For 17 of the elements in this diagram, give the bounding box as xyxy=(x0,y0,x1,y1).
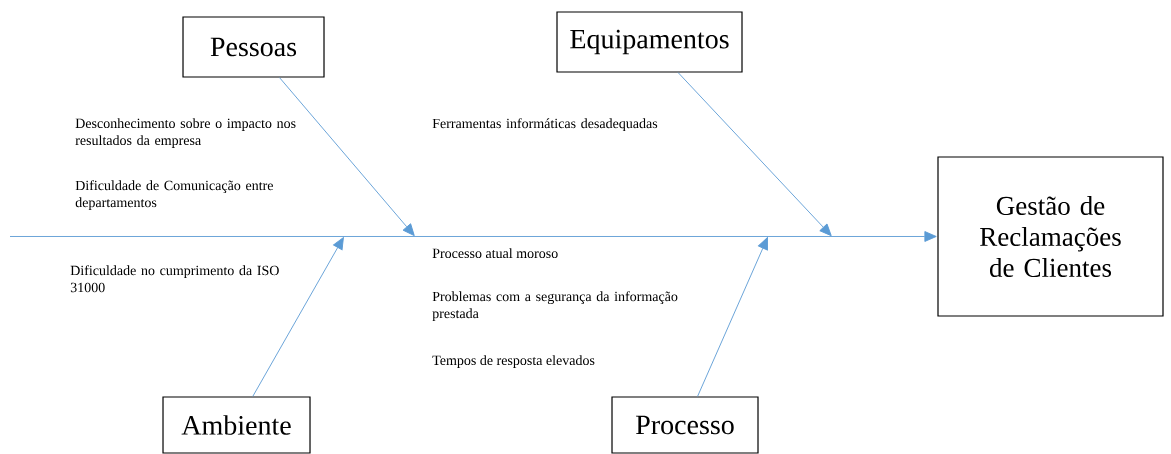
cause-text: Processo atual moroso xyxy=(432,248,558,259)
cause-text: Desconhecimento sobre o impacto nos resultados da empresa xyxy=(75,118,296,148)
cause-text: Problemas com a segurança da informação prestada xyxy=(432,291,678,322)
cause-text: Tempos de resposta elevados xyxy=(432,355,595,368)
cause-box: Ambiente xyxy=(162,396,311,454)
arrow xyxy=(252,237,344,397)
cause-box: Gestão de Reclamações de Clientes xyxy=(937,156,1164,317)
cause-text: Dificuldade no cumprimento da ISO 31000 xyxy=(70,265,279,293)
arrow xyxy=(697,237,768,397)
cause-box: Processo xyxy=(611,396,759,454)
cause-box: Pessoas xyxy=(182,16,325,78)
cause-text: Dificuldade de Comunicação entre departamentos xyxy=(75,180,273,211)
arrow xyxy=(677,72,832,237)
arrow xyxy=(279,77,415,237)
cause-text: Ferramentas informáticas desadequadas xyxy=(432,118,658,132)
spine-arrow xyxy=(9,231,937,242)
cause-box: Equipamentos xyxy=(556,11,743,73)
